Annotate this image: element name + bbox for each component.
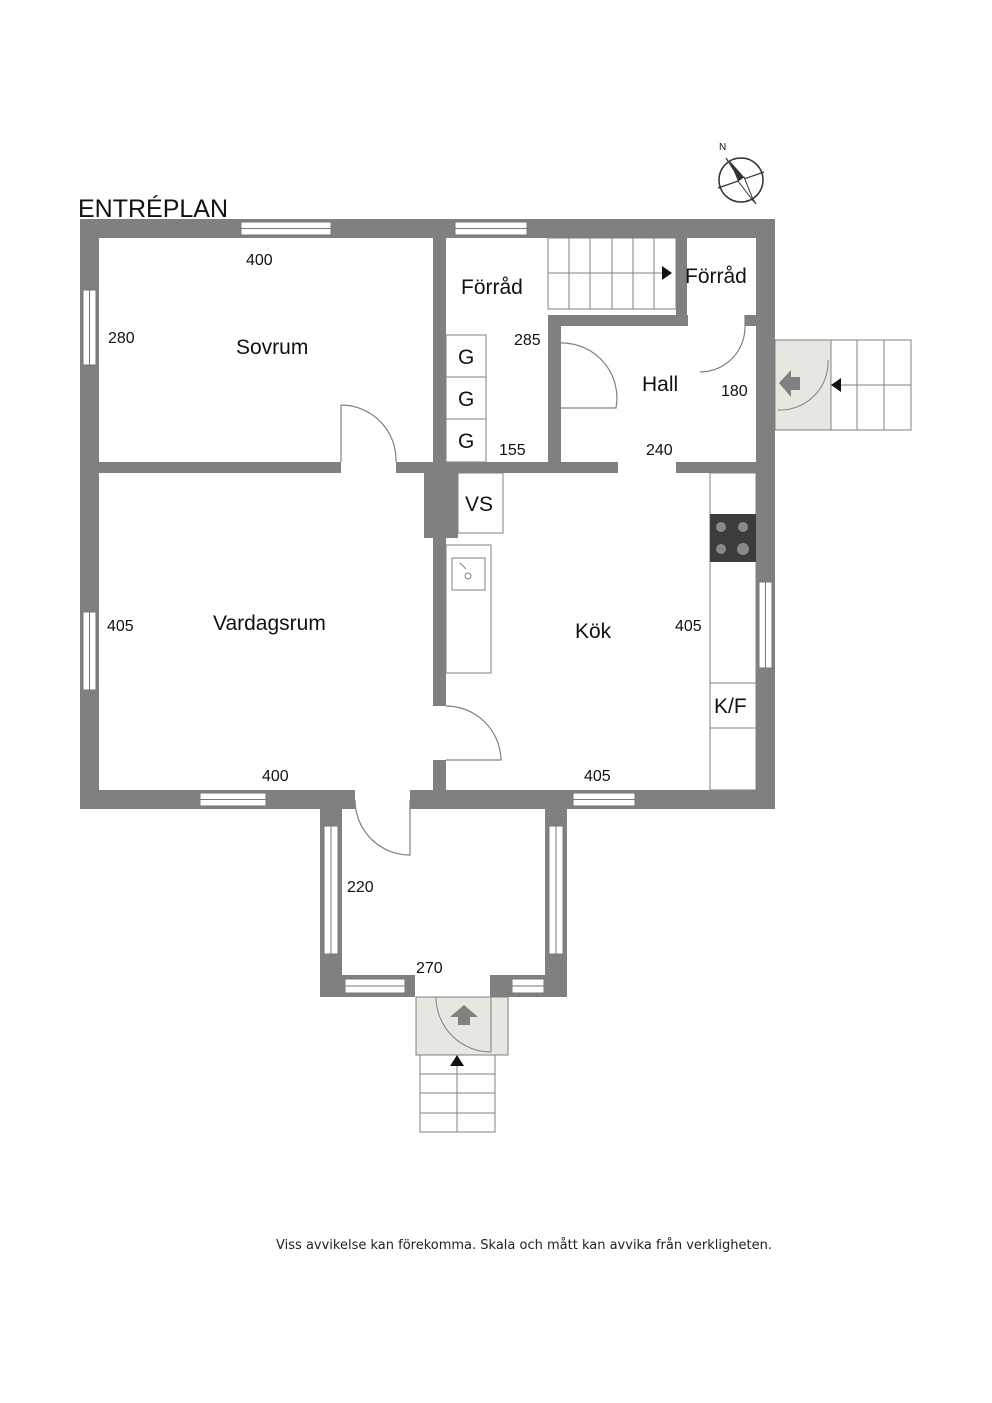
storage-label-g2: G [458,388,474,411]
windows [82,221,773,994]
floor-title: ENTRÉPLAN [78,194,228,223]
room-label-forrad-2: Förråd [685,265,747,288]
vs-unit [457,472,504,534]
side-stair-arrow-icon [831,378,841,392]
kitchen-counter-right [709,472,757,791]
room-label-forrad-1: Förråd [461,276,523,299]
room-label-vs: VS [465,493,493,516]
interior-stairs [547,237,677,310]
dim-vardagsrum-width: 400 [262,768,289,785]
stove-icon [710,514,756,562]
front-entrance [415,996,509,1133]
side-entry-arrow-icon [779,370,800,397]
compass-icon [717,157,765,205]
disclaimer-text: Viss avvikelse kan förekomma. Skala och … [276,1238,772,1253]
dim-entre-depth: 220 [347,879,374,896]
room-label-kf: K/F [714,695,747,718]
fridge-freezer [709,682,757,729]
front-stair-arrow-icon [450,1055,464,1066]
dim-forrad-depth: 285 [514,332,541,349]
interior-walls [80,238,756,790]
kitchen-counter-left [445,544,492,674]
storage-units [445,334,487,463]
dim-entre-width: 270 [416,960,443,977]
room-label-vardagsrum: Vardagsrum [213,612,326,635]
dim-hall-depth: 180 [721,383,748,400]
dim-kok-depth: 405 [675,618,702,635]
front-entry-arrow-icon [450,1005,478,1025]
dim-sovrum-width: 400 [246,252,273,269]
dim-sovrum-depth: 280 [108,330,135,347]
compass-north-label: N [719,142,726,153]
dim-vardagsrum-depth: 405 [107,618,134,635]
storage-label-g1: G [458,346,474,369]
sink-icon [451,557,486,591]
storage-label-g3: G [458,430,474,453]
room-label-hall: Hall [642,373,678,396]
room-label-kok: Kök [575,620,612,643]
doors [340,315,746,856]
room-label-sovrum: Sovrum [236,336,308,359]
dim-kok-width: 405 [584,768,611,785]
dim-forrad-width: 155 [499,442,526,459]
side-entrance [774,339,912,431]
dim-hall-width: 240 [646,442,673,459]
stair-arrow-icon [662,266,672,280]
